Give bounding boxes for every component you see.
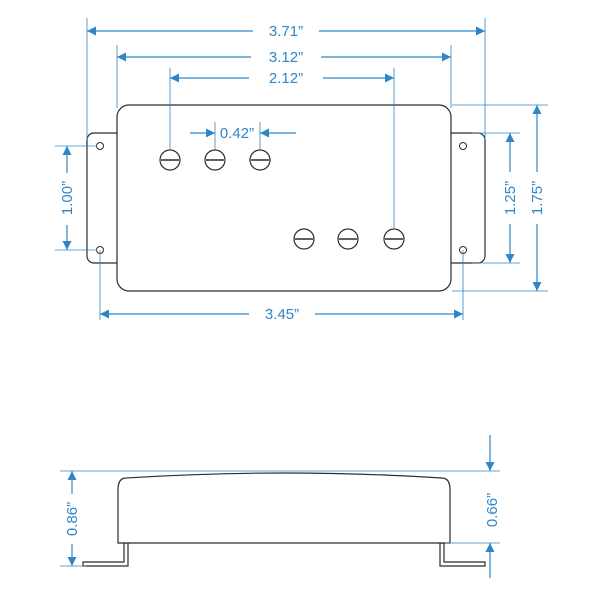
pole-spacing-label: 0.42”: [220, 125, 254, 142]
side-total-height-label: 0.86”: [64, 502, 81, 536]
pole-screw-icon: [159, 149, 181, 171]
mount-hole-spacing-width-label: 1.25”: [502, 181, 519, 215]
pole-screw-icon: [293, 228, 315, 250]
top-view: 3.71” 3.12” 2.12” 0.42” 3.45” 1.00” 1.25…: [55, 18, 548, 324]
mounting-hole-icon: [459, 142, 467, 150]
mount-ear-width-label: 1.00”: [59, 181, 76, 215]
pole-screw-icon: [337, 228, 359, 250]
side-cover-height-label: 0.66”: [484, 493, 501, 527]
mount-hole-spacing-length-label: 3.45”: [265, 306, 299, 323]
overall-length-label: 3.71”: [269, 23, 303, 40]
pole-screw-icon: [383, 228, 405, 250]
right-mounting-foot: [439, 542, 486, 567]
side-cover-profile: [117, 472, 451, 544]
pickup-cover: [116, 104, 452, 292]
cover-width-label: 1.75”: [529, 181, 546, 215]
pole-screw-icon: [204, 149, 226, 171]
cover-length-label: 3.12”: [269, 49, 303, 66]
left-mounting-foot: [82, 542, 129, 567]
pole-span-label: 2.12”: [269, 70, 303, 87]
side-view: 0.86” 0.66”: [60, 435, 501, 578]
pole-screw-icon: [249, 149, 271, 171]
mounting-hole-icon: [96, 142, 104, 150]
